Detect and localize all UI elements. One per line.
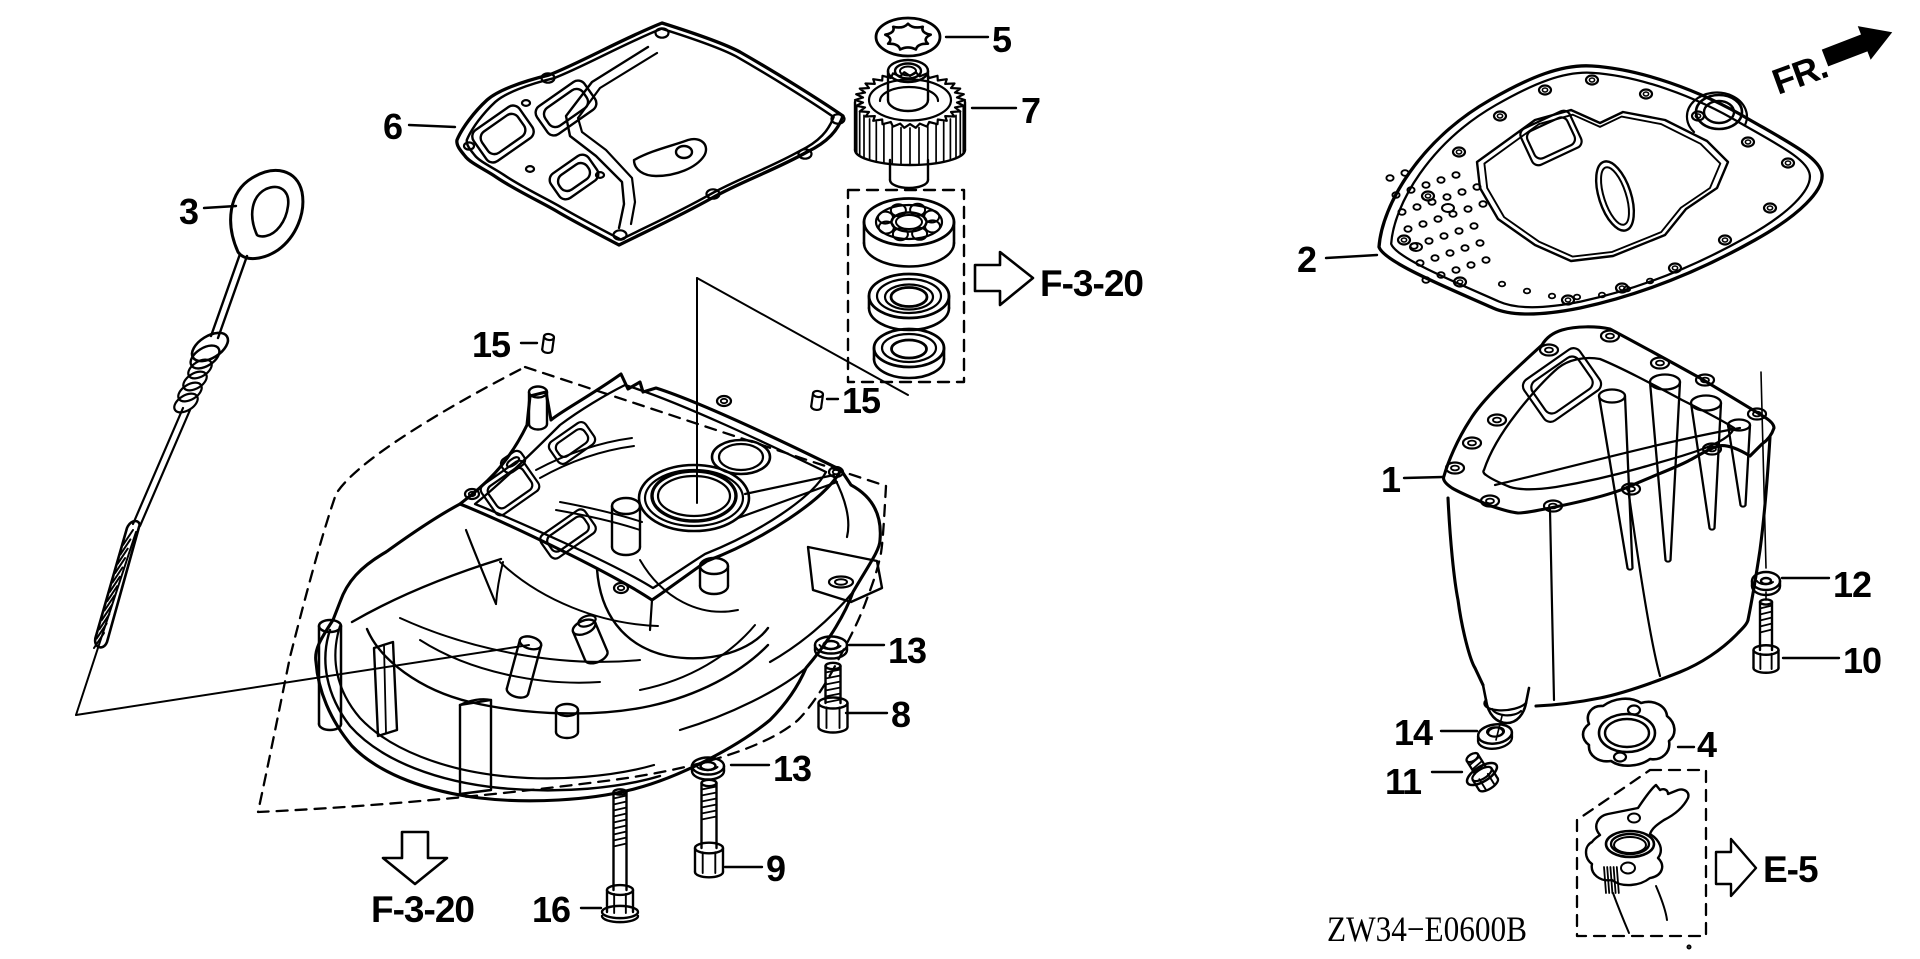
svg-text:2: 2 (1297, 239, 1316, 280)
svg-text:F-3-20: F-3-20 (1040, 263, 1143, 304)
svg-text:7: 7 (1021, 90, 1040, 131)
svg-text:15: 15 (842, 380, 881, 421)
svg-text:ZW34−E0600B: ZW34−E0600B (1327, 909, 1527, 949)
svg-text:1: 1 (1381, 459, 1401, 500)
svg-text:13: 13 (888, 630, 926, 671)
svg-text:F-3-20: F-3-20 (371, 889, 474, 930)
svg-text:9: 9 (766, 848, 785, 889)
svg-text:15: 15 (472, 324, 511, 365)
svg-text:3: 3 (179, 191, 198, 232)
svg-text:4: 4 (1697, 724, 1717, 765)
svg-text:10: 10 (1843, 640, 1881, 681)
svg-text:16: 16 (532, 889, 570, 930)
svg-text:8: 8 (891, 694, 910, 735)
svg-text:13: 13 (773, 748, 811, 789)
svg-text:E-5: E-5 (1763, 849, 1818, 890)
svg-text:6: 6 (383, 106, 402, 147)
svg-text:11: 11 (1385, 761, 1422, 802)
svg-text:14: 14 (1394, 712, 1433, 753)
svg-text:12: 12 (1833, 564, 1871, 605)
svg-text:5: 5 (992, 19, 1012, 60)
